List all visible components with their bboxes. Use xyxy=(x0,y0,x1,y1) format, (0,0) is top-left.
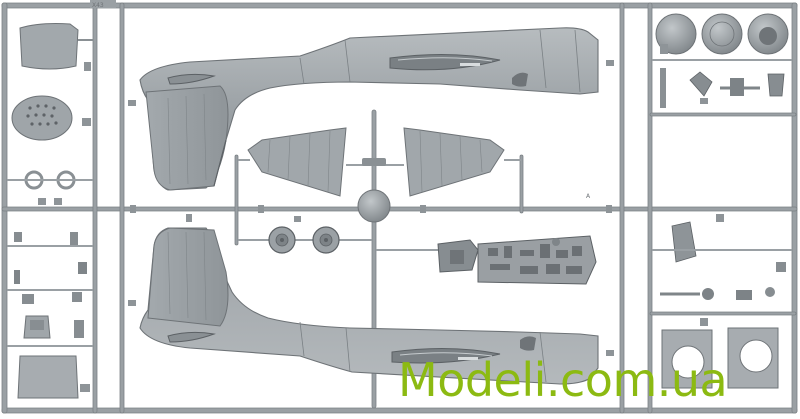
svg-text:A: A xyxy=(586,193,591,200)
gate-tabs xyxy=(128,60,614,356)
cockpit-interior-parts xyxy=(376,235,597,285)
left-column-parts xyxy=(7,23,93,399)
right-column-lower-parts xyxy=(652,214,792,389)
right-column-domes xyxy=(652,13,792,108)
sprue-frame xyxy=(1,2,798,414)
frame-code-label: X43 xyxy=(92,2,104,9)
propeller-spinner xyxy=(357,189,391,223)
watermark-text: Modeli.com.ua xyxy=(398,353,728,407)
horizontal-stabilizers xyxy=(238,127,522,197)
fuselage-half-upper xyxy=(139,27,599,191)
fuselage-half-lower xyxy=(139,227,599,385)
landing-wheels xyxy=(186,214,372,254)
